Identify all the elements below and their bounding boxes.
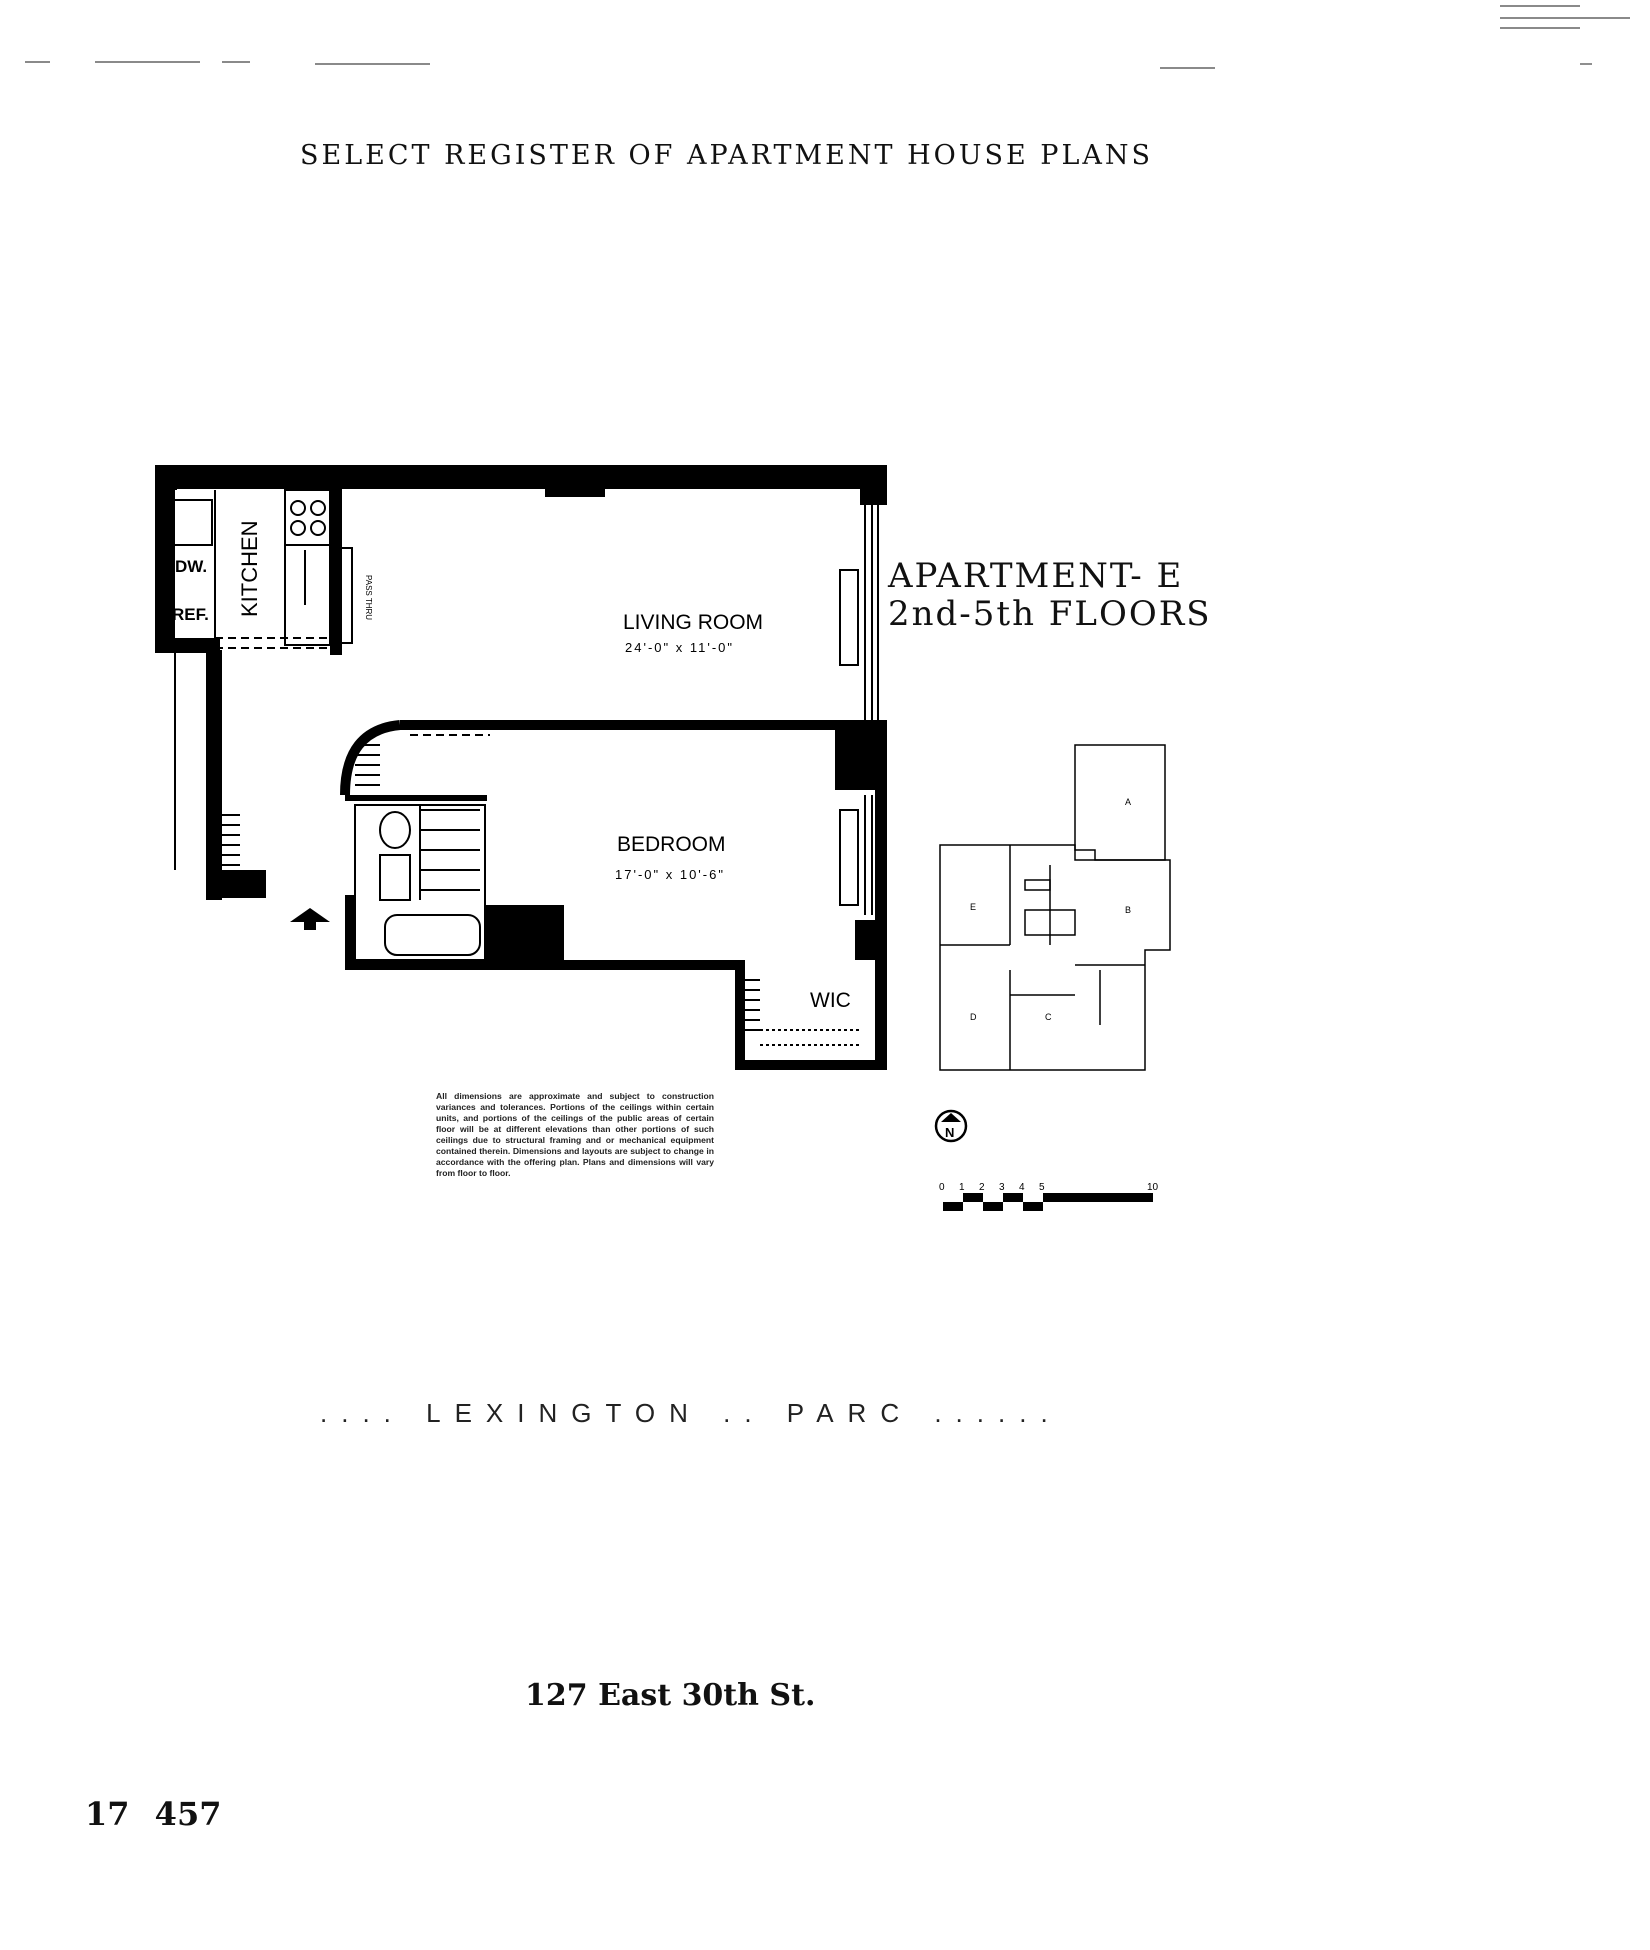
refrigerator-label: REF.: [172, 605, 209, 624]
disclaimer-text: All dimensions are approximate and subje…: [436, 1091, 714, 1178]
walls: [155, 465, 887, 1070]
svg-text:N: N: [945, 1125, 954, 1140]
dishwasher-label: DW.: [175, 557, 207, 576]
scale-tick-3: 3: [999, 1182, 1005, 1193]
entry-arrow-icon: [290, 908, 330, 922]
key-unit-b: B: [1125, 905, 1131, 915]
scale-tick-0: 0: [939, 1182, 945, 1193]
apartment-title: APARTMENT- E 2nd-5th FLOORS: [888, 557, 1212, 633]
floor-plan: DW. REF. KITCHEN PASS THRU LIVING ROOM 2…: [155, 465, 887, 1070]
north-arrow-icon: N: [934, 1109, 968, 1143]
living-room-dims: 24'-0" x 11'-0": [625, 640, 734, 655]
scale-bar: 0 1 2 3 4 5 10: [939, 1182, 1159, 1211]
key-unit-e: E: [970, 902, 976, 912]
kitchen-label: KITCHEN: [237, 520, 262, 617]
apartment-name: APARTMENT- E: [888, 556, 1184, 596]
interior-lines: [166, 489, 879, 1046]
building-address: 127 East 30th St.: [525, 1678, 816, 1713]
key-plan: A B C D E: [939, 744, 1171, 1071]
key-unit-d: D: [970, 1012, 977, 1022]
pass-thru-label: PASS THRU: [364, 575, 373, 620]
page-number: 17 457: [85, 1795, 222, 1833]
living-room-label: LIVING ROOM: [623, 611, 763, 634]
page-header-title: SELECT REGISTER OF APARTMENT HOUSE PLANS: [300, 140, 1154, 171]
scale-tick-2: 2: [979, 1182, 985, 1193]
scale-tick-5: 5: [1039, 1182, 1045, 1193]
scale-tick-10: 10: [1147, 1182, 1159, 1193]
wic-label: WIC: [810, 989, 851, 1012]
key-unit-a: A: [1125, 797, 1131, 807]
key-unit-c: C: [1045, 1012, 1052, 1022]
apartment-floors: 2nd-5th FLOORS: [888, 594, 1212, 634]
scale-tick-4: 4: [1019, 1182, 1025, 1193]
building-name: .... LEXINGTON .. PARC ......: [320, 1398, 1062, 1428]
bedroom-dims: 17'-0" x 10'-6": [615, 867, 725, 882]
bedroom-label: BEDROOM: [617, 833, 726, 856]
scale-tick-1: 1: [959, 1182, 965, 1193]
scan-marks: [25, 5, 1630, 69]
